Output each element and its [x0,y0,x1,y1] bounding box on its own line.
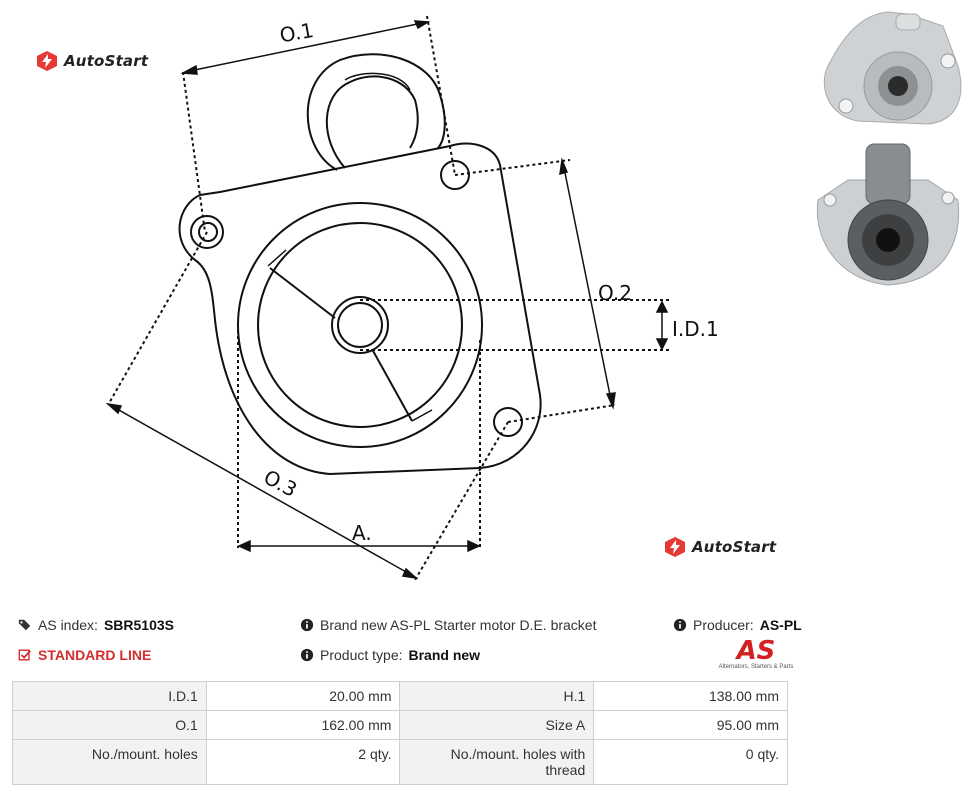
label-o1: O.1 [278,18,316,48]
product-description: Brand new AS-PL Starter motor D.E. brack… [300,617,597,633]
logo-text: AutoStart [64,52,149,70]
spec-label: Size A [399,710,595,740]
spec-value: 20.00 mm [205,681,401,711]
description-text: Brand new AS-PL Starter motor D.E. brack… [320,617,597,633]
info-circle-icon [300,618,314,632]
spec-value: 0 qty. [593,739,788,785]
autostart-logo-icon [665,537,685,557]
product-type-value: Brand new [408,647,481,663]
spec-label: No./mount. holes with thread [399,739,595,785]
as-index: AS index: SBR5103S [18,617,174,633]
table-row: I.D.1 20.00 mm H.1 138.00 mm [12,681,788,711]
spec-value: 2 qty. [205,739,401,785]
spec-value: 95.00 mm [593,710,788,740]
spec-value: 138.00 mm [593,681,788,711]
label-o2: O.2 [598,281,632,305]
info-circle-icon [300,648,314,662]
producer-value: AS-PL [759,617,802,633]
spec-label: I.D.1 [12,681,207,711]
autostart-logo-bottom: AutoStart [664,536,776,558]
info-circle-icon [673,618,687,632]
label-o3: O.3 [260,465,301,502]
spec-table: I.D.1 20.00 mm H.1 138.00 mm O.1 162.00 … [12,681,788,785]
spec-label: H.1 [399,681,595,711]
label-a: A. [352,521,372,545]
spec-label: No./mount. holes [12,739,207,785]
table-row: O.1 162.00 mm Size A 95.00 mm [12,710,788,740]
as-index-value: SBR5103S [103,617,174,633]
producer-logo-subtitle: Alternators, Starters & Parts [718,664,794,670]
standard-line-text: STANDARD LINE [38,647,152,663]
product-photo-front[interactable] [808,6,968,130]
technical-drawing: O.1 O.2 I.D.1 O.3 A. [105,15,719,581]
autostart-logo-top: AutoStart [36,50,148,72]
producer: Producer: AS-PL [673,617,802,633]
logo-text: AutoStart [692,538,777,556]
spec-label: O.1 [12,710,207,740]
producer-logo-mark: AS [736,636,776,666]
product-photo-rear[interactable] [808,140,968,292]
producer-logo: AS Alternators, Starters & Parts [714,638,798,670]
autostart-logo-icon [37,51,57,71]
product-type-label: Product type: [320,647,403,663]
check-square-icon [18,649,31,661]
as-index-label: AS index: [38,617,98,633]
spec-value: 162.00 mm [205,710,401,740]
label-id1: I.D.1 [672,317,719,341]
producer-label: Producer: [693,617,754,633]
tags-icon [18,619,31,631]
table-row: No./mount. holes 2 qty. No./mount. holes… [12,739,788,785]
product-type: Product type: Brand new [300,647,480,663]
standard-line-badge: STANDARD LINE [18,647,151,663]
